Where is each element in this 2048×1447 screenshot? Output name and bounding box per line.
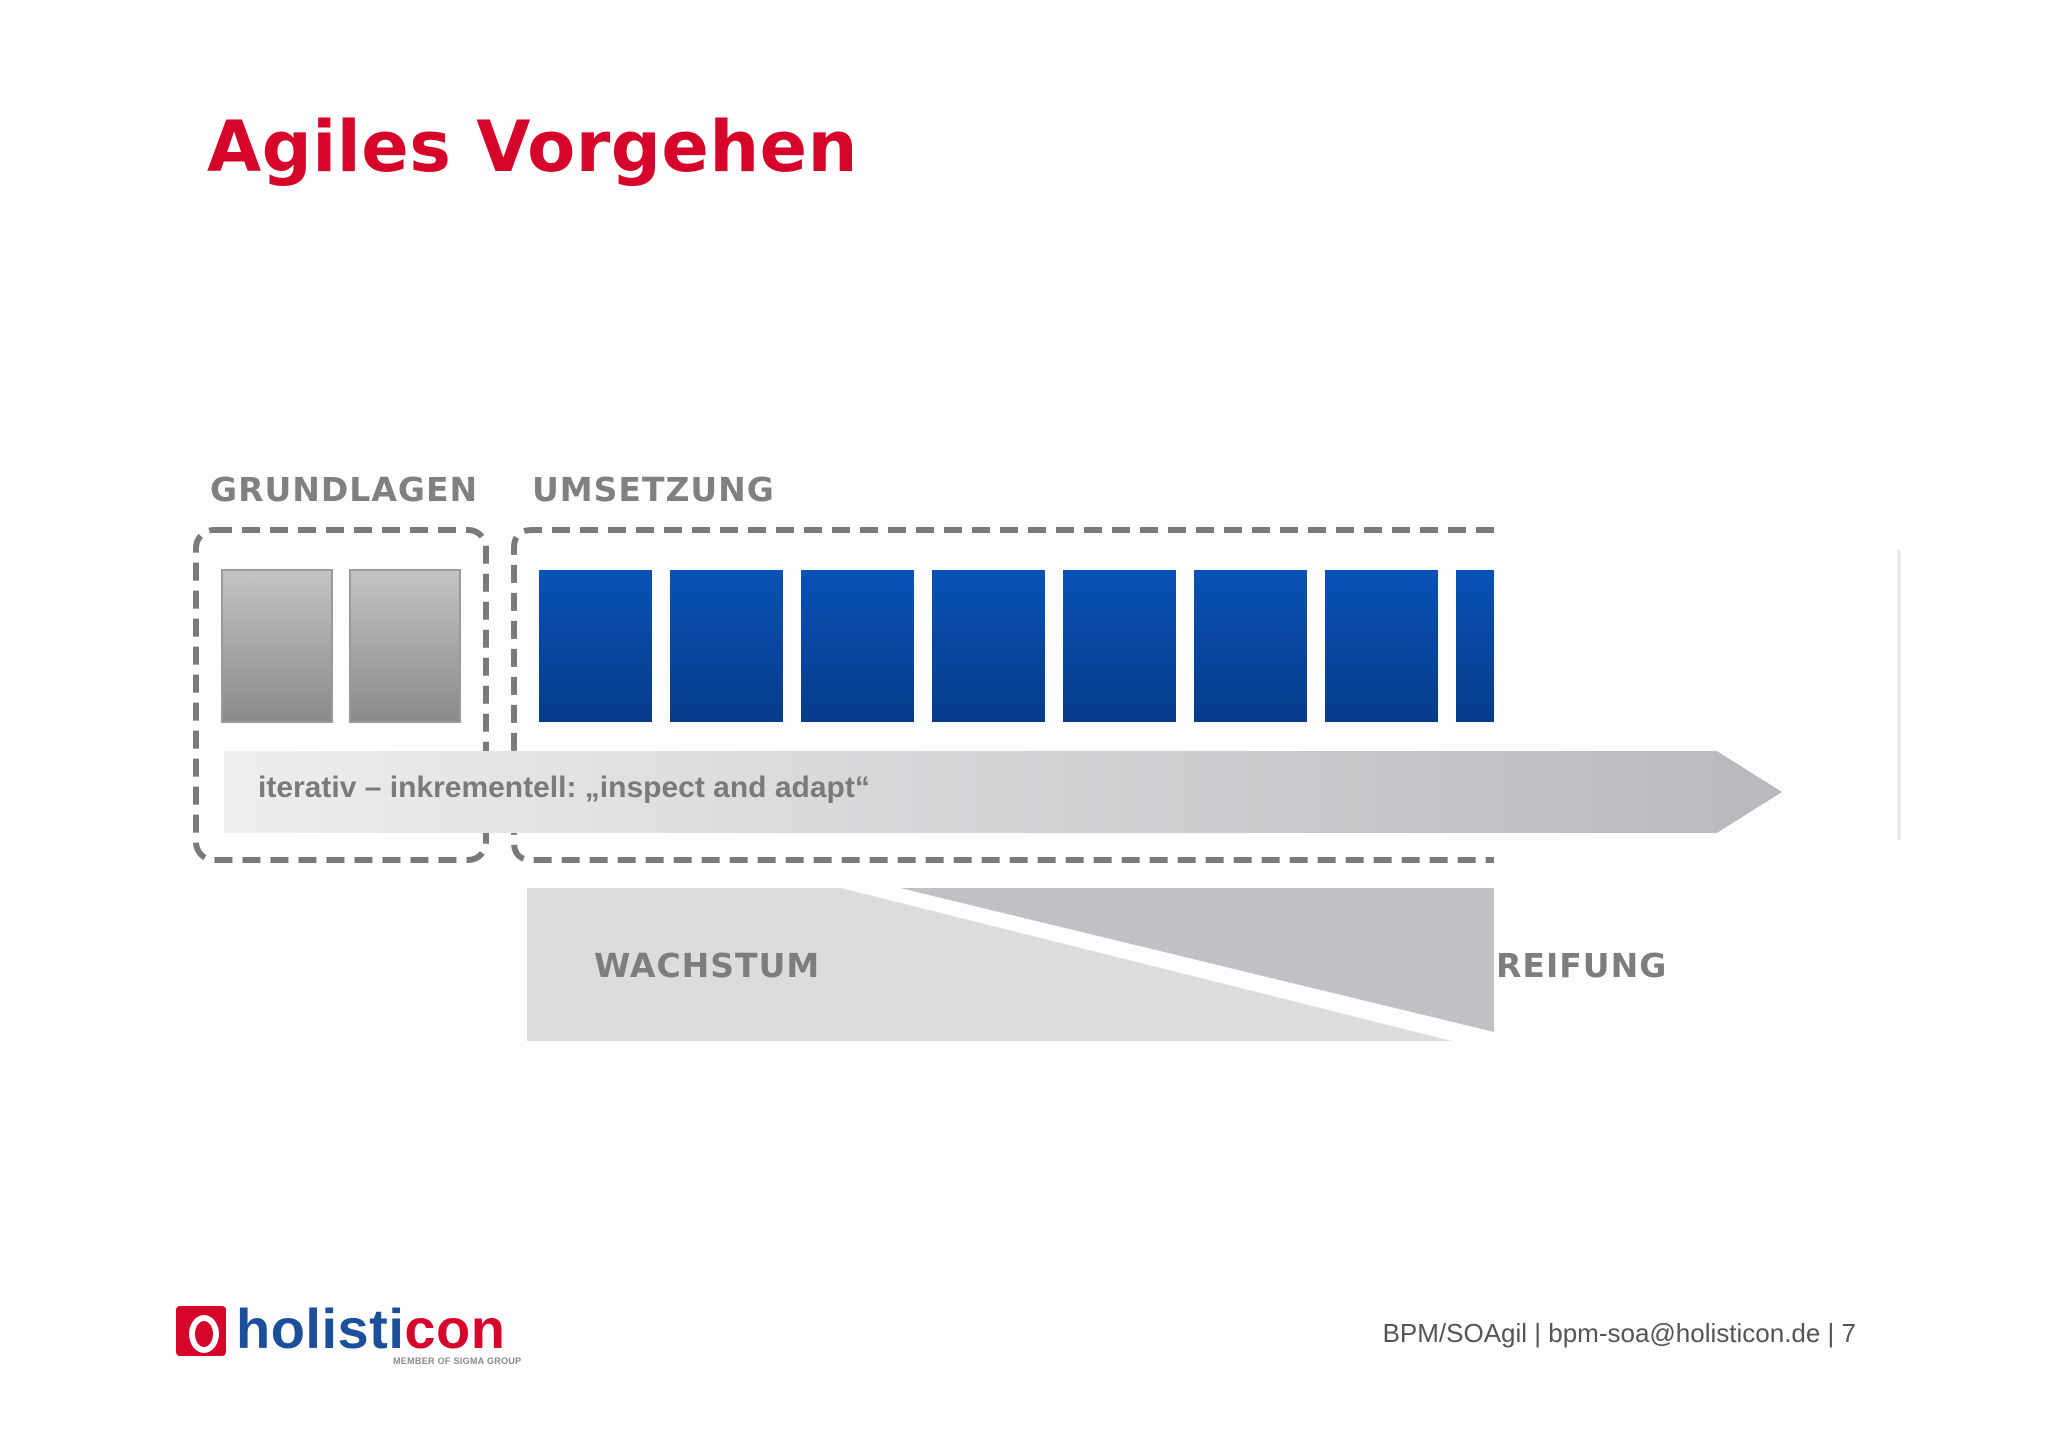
iteration-block <box>801 570 914 722</box>
logo-word-prefix: holisti <box>236 1297 405 1360</box>
iteration-block <box>1325 570 1438 722</box>
iteration-block <box>539 570 652 722</box>
growth-label: WACHSTUM <box>594 946 821 985</box>
iteration-arrow-label: iterativ – inkrementell: „inspect and ad… <box>258 771 870 804</box>
grundlagen-label: GRUNDLAGEN <box>210 470 479 509</box>
maturity-wedge <box>900 888 1494 1032</box>
maturity-label: REIFUNG <box>1496 946 1668 985</box>
iteration-arrow <box>224 751 1782 833</box>
logo-mark-icon <box>176 1306 226 1356</box>
iteration-block <box>932 570 1045 722</box>
footer-info: BPM/SOAgil | bpm-soa@holisticon.de | 7 <box>1382 1318 1856 1348</box>
umsetzung-blocks <box>539 570 1494 722</box>
iteration-block <box>1063 570 1176 722</box>
umsetzung-frame <box>511 527 1494 863</box>
iteration-block-partial <box>1456 570 1494 722</box>
iteration-block <box>1194 570 1307 722</box>
grundlagen-blocks <box>221 569 461 723</box>
logo-tagline: MEMBER OF SIGMA GROUP <box>393 1356 522 1366</box>
logo-word-suffix: con <box>404 1297 506 1360</box>
umsetzung-label: UMSETZUNG <box>532 470 775 509</box>
foundation-block <box>221 569 333 723</box>
logo-wordmark: holisticon <box>236 1296 505 1361</box>
growth-wedge <box>527 888 1452 1041</box>
holisticon-logo: holisticon MEMBER OF SIGMA GROUP <box>176 1297 536 1366</box>
grundlagen-frame <box>193 527 489 863</box>
slide-title: Agiles Vorgehen <box>207 106 858 188</box>
iteration-block <box>670 570 783 722</box>
foundation-block <box>349 569 461 723</box>
